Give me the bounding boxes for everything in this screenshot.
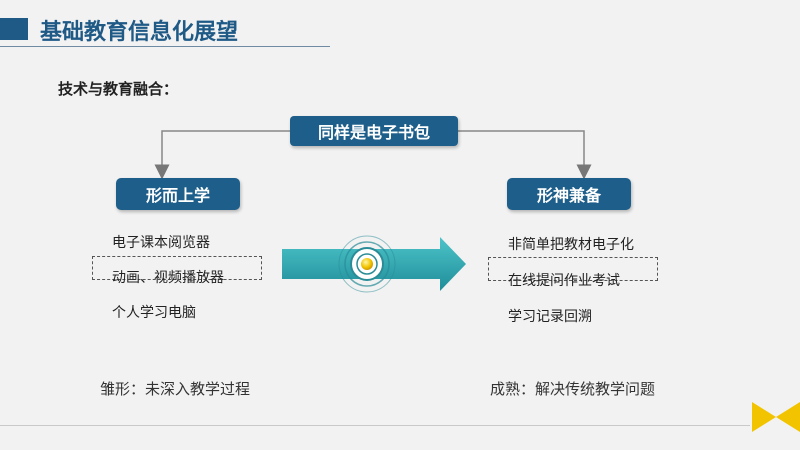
right-list-item: 在线提问作业考试 <box>508 273 620 289</box>
right-list-item: 非简单把教材电子化 <box>508 237 634 253</box>
left-list-item: 电子课本阅览器 <box>112 235 210 251</box>
connector-left <box>154 130 290 180</box>
right-list-item: 学习记录回溯 <box>508 309 592 325</box>
header-accent-bar <box>0 18 28 40</box>
right-highlight-box <box>488 257 658 281</box>
left-concept-box: 形而上学 <box>116 178 240 210</box>
left-caption: 雏形：未深入教学过程 <box>100 380 251 398</box>
right-concept-box: 形神兼备 <box>507 178 631 210</box>
left-highlight-box <box>92 256 262 280</box>
header-underline <box>0 46 330 47</box>
left-list-item: 动画、视频播放器 <box>112 270 224 286</box>
connector-right <box>458 130 592 180</box>
page-title: 基础教育信息化展望 <box>40 20 239 45</box>
center-concept-box: 同样是电子书包 <box>290 116 458 146</box>
left-list-item: 个人学习电脑 <box>112 305 196 321</box>
section-subtitle: 技术与教育融合： <box>58 80 179 98</box>
center-dot <box>361 258 373 270</box>
right-caption: 成熟：解决传统教学问题 <box>490 380 656 398</box>
corner-decoration <box>752 402 800 432</box>
footer-divider <box>0 425 750 426</box>
